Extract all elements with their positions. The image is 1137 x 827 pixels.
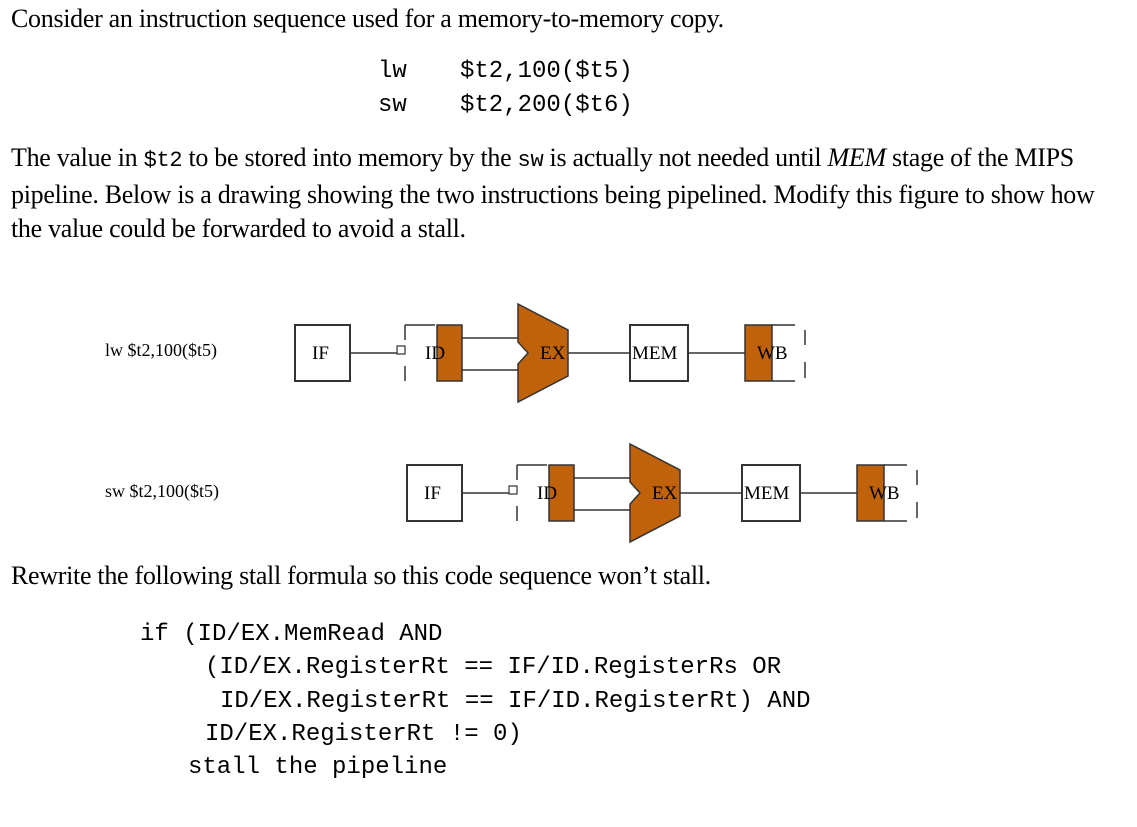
wb-stage-label: WB xyxy=(757,343,788,364)
para-text-4: stage of the MIPS pipeline. Below is a d… xyxy=(11,143,1095,243)
wb-register-block xyxy=(856,464,885,522)
id-bracket xyxy=(404,324,435,381)
para-stage: MEM xyxy=(827,143,887,172)
mem-stage-box xyxy=(741,464,801,522)
formula-line-3: ID/EX.RegisterRt == IF/ID.RegisterRt) AN… xyxy=(220,688,811,715)
intro-text: Consider an instruction sequence used fo… xyxy=(11,4,724,33)
ex-stage-label: EX xyxy=(540,343,566,364)
pipeline-row-lw: IF ID EX MEM WB xyxy=(294,302,806,404)
id-port xyxy=(396,345,406,355)
mem-stage-box xyxy=(629,324,689,382)
id-register-block xyxy=(548,464,575,522)
para-register: $t2 xyxy=(143,148,183,173)
ex-alu xyxy=(517,302,569,404)
wb-register-block xyxy=(744,324,773,382)
id-to-ex-lines xyxy=(462,337,518,371)
if-stage-box xyxy=(294,324,351,382)
id-port xyxy=(508,485,518,495)
id-register-block xyxy=(436,324,463,382)
id-stage-label: ID xyxy=(537,483,557,504)
mem-stage-label: MEM xyxy=(632,343,678,364)
if-stage-box xyxy=(406,464,463,522)
rewrite-instruction: Rewrite the following stall formula so t… xyxy=(11,561,711,590)
para-text-2: to be stored into memory by the xyxy=(182,143,518,172)
pipeline-diagram: IF ID EX MEM WB IF ID EX MEM xyxy=(294,302,918,544)
id-to-ex-lines xyxy=(574,477,630,511)
formula-line-5: stall the pipeline xyxy=(188,754,448,781)
para-text-1: The value in xyxy=(11,143,144,172)
wb-bracket xyxy=(884,464,918,522)
mem-stage-label: MEM xyxy=(744,483,790,504)
wb-stage-label: WB xyxy=(869,483,900,504)
ex-alu xyxy=(629,442,681,544)
wb-bracket xyxy=(772,324,806,382)
para-text-3: is actually not needed until xyxy=(543,143,828,172)
id-stage-label: ID xyxy=(425,343,445,364)
code-op-2: sw xyxy=(378,92,407,119)
if-stage-label: IF xyxy=(312,343,329,364)
pipeline-row-label-sw: sw $t2,100($t5) xyxy=(105,481,219,501)
formula-line-1: if (ID/EX.MemRead AND xyxy=(140,621,443,648)
description-paragraph: The value in $t2 to be stored into memor… xyxy=(11,141,1111,246)
id-bracket xyxy=(516,464,547,521)
pipeline-row-label-lw: lw $t2,100($t5) xyxy=(105,340,217,360)
code-args-1: $t2,100($t5) xyxy=(460,58,633,85)
code-op-1: lw xyxy=(378,58,407,85)
if-stage-label: IF xyxy=(424,483,441,504)
pipeline-row-sw: IF ID EX MEM WB xyxy=(406,442,918,544)
para-instruction: sw xyxy=(517,148,544,173)
formula-line-4: ID/EX.RegisterRt != 0) xyxy=(205,721,522,748)
code-args-2: $t2,200($t6) xyxy=(460,92,633,119)
ex-stage-label: EX xyxy=(652,483,678,504)
formula-line-2: (ID/EX.RegisterRt == IF/ID.RegisterRs OR xyxy=(205,654,782,681)
